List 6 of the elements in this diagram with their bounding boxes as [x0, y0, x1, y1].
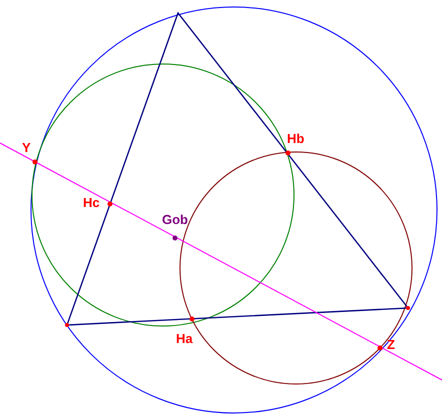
point-label: Gob [162, 213, 188, 226]
point-label: Z [387, 338, 395, 351]
point-label: Y [22, 141, 31, 154]
point-label: Hb [287, 132, 304, 145]
point-label: Ha [176, 332, 193, 345]
point-label: Hc [83, 196, 100, 209]
